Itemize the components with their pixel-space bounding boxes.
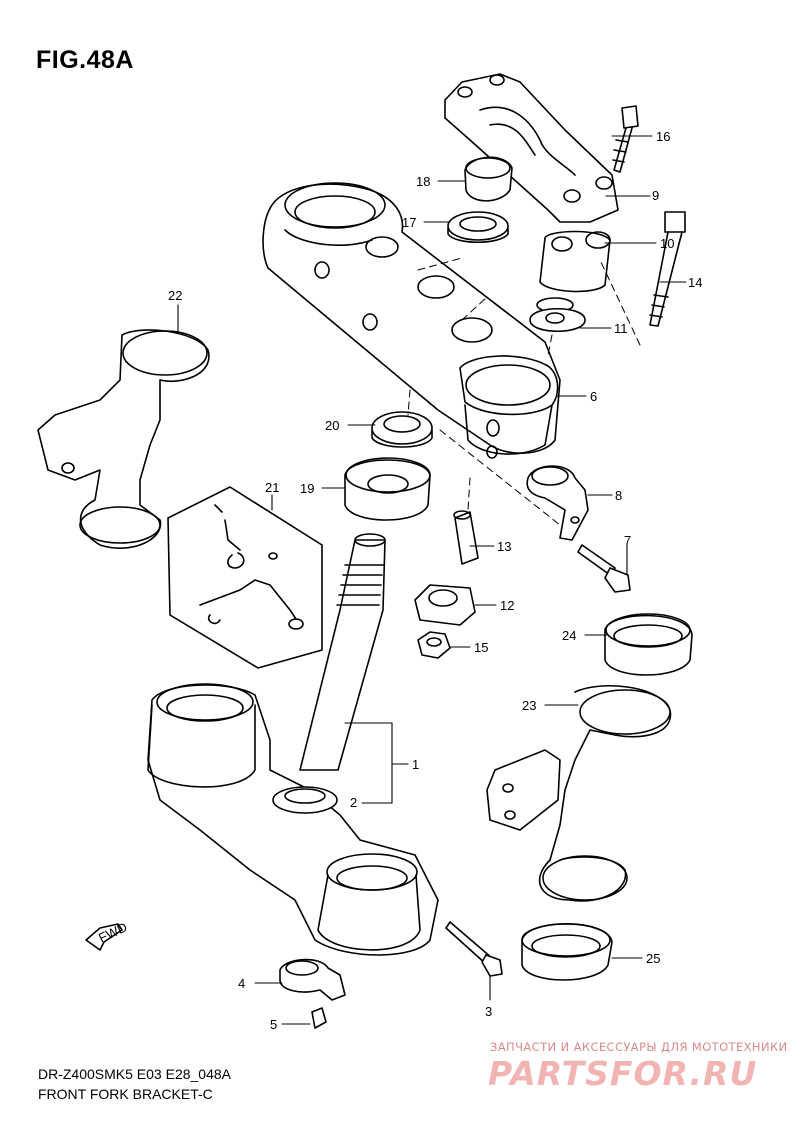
callout-20: 20	[325, 418, 339, 433]
callout-12: 12	[500, 598, 514, 613]
washer-17-part	[447, 211, 509, 243]
callout-16: 16	[656, 129, 670, 144]
callout-2: 2	[350, 795, 357, 810]
callout-24: 24	[562, 628, 576, 643]
callout-3: 3	[485, 1004, 492, 1019]
bolt-16-part	[612, 105, 639, 173]
lower-bracket-part	[147, 683, 439, 956]
callout-15: 15	[474, 640, 488, 655]
steering-stem-1-part	[299, 533, 386, 771]
callout-10: 10	[660, 236, 674, 251]
figure-caption: FRONT FORK BRACKET-C	[38, 1086, 213, 1102]
callout-7: 7	[624, 533, 631, 548]
bracket-23-part	[486, 684, 672, 902]
bracket-8-part	[526, 465, 589, 541]
cushion-10-part	[539, 230, 611, 293]
callout-5: 5	[270, 1017, 277, 1032]
handlebar-holder-part	[444, 73, 619, 223]
collar-13-part	[453, 510, 479, 565]
callout-25: 25	[646, 951, 660, 966]
kit-21-box	[167, 486, 323, 669]
steering-nut-20-part	[371, 411, 433, 448]
callout-14: 14	[688, 275, 702, 290]
callout-11: 11	[614, 321, 628, 336]
callout-18: 18	[416, 174, 430, 189]
cap-18-part	[464, 156, 513, 202]
cover-24-part	[604, 613, 693, 676]
callout-17: 17	[402, 215, 416, 230]
callout-21: 21	[265, 480, 279, 495]
watermark-logo: PARTSFOR.RU	[488, 1054, 758, 1093]
bolt-14-part	[649, 211, 686, 327]
upper-bracket-part	[262, 182, 561, 459]
bolt-5-part	[311, 1007, 327, 1029]
callout-6: 6	[590, 389, 597, 404]
callout-9: 9	[652, 188, 659, 203]
callout-1: 1	[412, 757, 419, 772]
callout-4: 4	[238, 976, 245, 991]
cover-22-part	[37, 329, 210, 549]
cushion-11-part	[529, 297, 586, 333]
fwd-arrow: FWD	[85, 919, 129, 951]
watermark-tagline: ЗАПЧАСТИ И АКСЕССУАРЫ ДЛЯ МОТОТЕХНИКИ	[490, 1040, 788, 1054]
callout-22: 22	[168, 288, 182, 303]
nut-15-part	[417, 631, 451, 659]
bolt-3-part	[445, 921, 503, 977]
fwd-label: FWD	[96, 919, 129, 945]
leader-lines	[177, 135, 687, 1025]
model-code: DR-Z400SMK5 E03 E28_048A	[38, 1066, 231, 1082]
stopper-12-part	[414, 584, 476, 626]
callout-numbers: 1 2 3 4 5 6 7 8 9 10 11 12 13 14 15 16 1…	[168, 129, 702, 1032]
callout-19: 19	[300, 481, 314, 496]
clamp-4-part	[279, 958, 346, 1001]
callout-13: 13	[497, 539, 511, 554]
bolt-7-part	[577, 544, 631, 593]
callout-23: 23	[522, 698, 536, 713]
bearing-19-part	[344, 457, 431, 521]
figure-title: FIG.48A	[36, 46, 134, 74]
callout-8: 8	[615, 488, 622, 503]
cover-25-part	[521, 922, 613, 981]
